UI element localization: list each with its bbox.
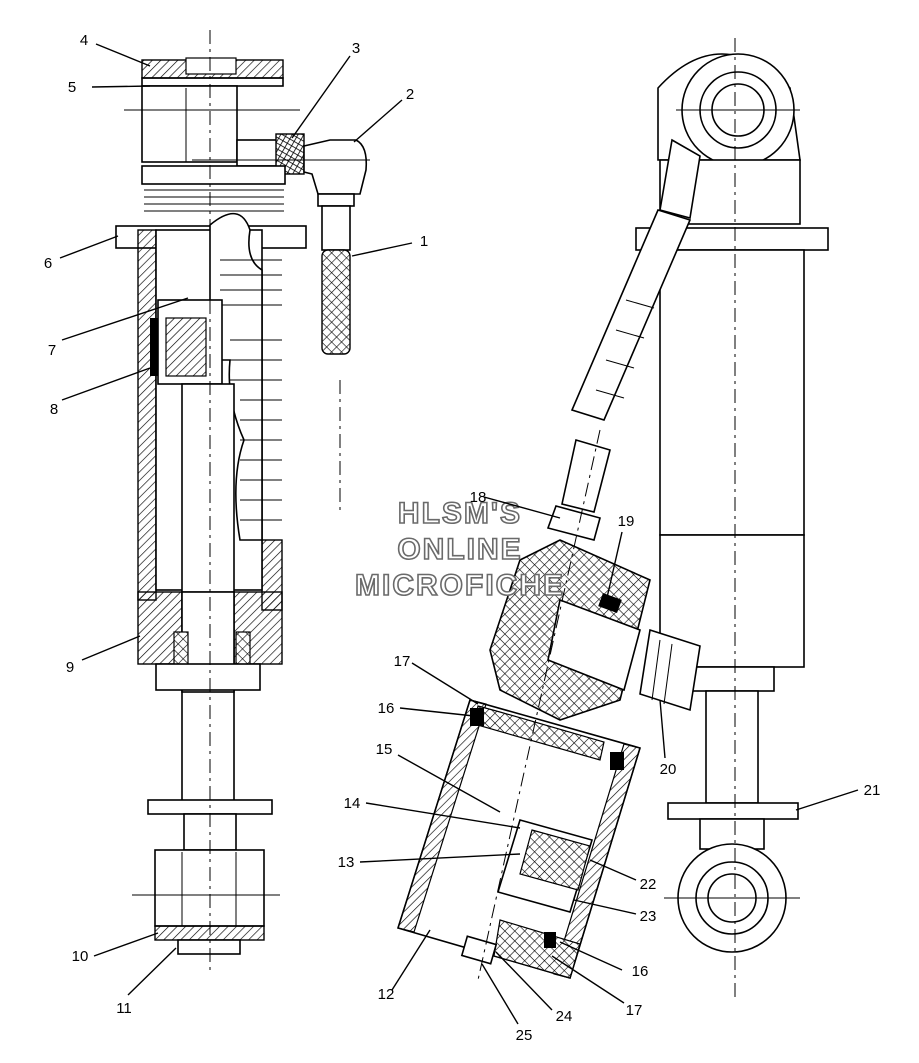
callout-9: 9 xyxy=(66,659,74,676)
callout-5: 5 xyxy=(68,79,76,96)
callout-20: 20 xyxy=(660,761,677,778)
watermark: HLSM'S ONLINE MICROFICHE xyxy=(354,496,565,603)
callout-15: 15 xyxy=(376,741,393,758)
body-fins xyxy=(220,259,282,521)
callout-14: 14 xyxy=(344,795,361,812)
callout-16-upper: 16 xyxy=(378,700,395,717)
callout-2: 2 xyxy=(406,86,414,103)
callout-16-lower: 16 xyxy=(632,963,649,980)
callout-1: 1 xyxy=(420,233,428,250)
callout-13: 13 xyxy=(338,854,355,871)
left-shock-assembly xyxy=(115,30,370,975)
callout-19: 19 xyxy=(618,513,635,530)
callout-21: 21 xyxy=(864,782,881,799)
callout-25: 25 xyxy=(516,1027,533,1044)
callout-10: 10 xyxy=(72,948,89,965)
callout-7: 7 xyxy=(48,342,56,359)
callout-12: 12 xyxy=(378,986,395,1003)
callout-17-upper: 17 xyxy=(394,653,411,670)
callout-22: 22 xyxy=(640,876,657,893)
leader-lines xyxy=(59,43,859,1025)
callout-8: 8 xyxy=(50,401,58,418)
callout-4: 4 xyxy=(80,32,88,49)
callout-6: 6 xyxy=(44,255,52,272)
callout-24: 24 xyxy=(556,1008,573,1025)
watermark-line-2: ONLINE xyxy=(397,533,522,566)
thread-lines xyxy=(144,189,284,212)
callout-numbers: 4 5 3 2 1 6 7 8 9 10 11 12 13 14 15 16 1… xyxy=(44,32,881,1044)
callout-11: 11 xyxy=(116,1000,132,1017)
callout-23: 23 xyxy=(640,908,657,925)
callout-3: 3 xyxy=(352,40,360,57)
reservoir-assembly xyxy=(396,138,701,981)
callout-18: 18 xyxy=(470,489,487,506)
watermark-line-3: MICROFICHE xyxy=(355,569,565,602)
watermark-line-1: HLSM'S xyxy=(398,497,522,530)
callout-17-lower: 17 xyxy=(626,1002,643,1019)
